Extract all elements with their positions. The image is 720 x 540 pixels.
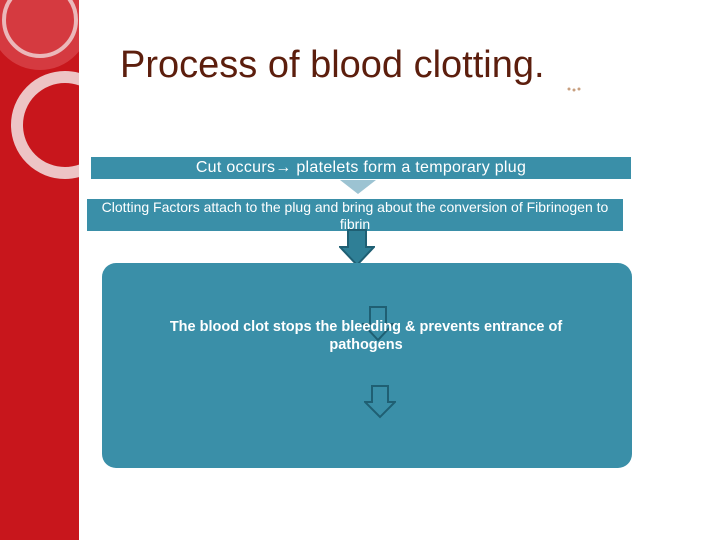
step-box-result (102, 263, 632, 468)
ornament-icon (567, 87, 581, 92)
sidebar-decoration (0, 0, 79, 540)
chevron-connector-icon (340, 180, 376, 194)
step-box-clotting-factors: Clotting Factors attach to the plug and … (87, 199, 623, 232)
right-arrow-icon: → (275, 159, 292, 176)
down-arrow-outline-icon (362, 306, 394, 342)
slide-title: Process of blood clotting. (120, 44, 545, 86)
step-text: The blood clot stops the bleeding & prev… (169, 319, 563, 353)
down-arrow-outline-icon (364, 385, 396, 419)
step-box-cut: Cut occurs→ platelets form a temporary p… (91, 157, 631, 179)
step-text-suffix: platelets form a temporary plug (291, 159, 527, 176)
step-text-prefix: Cut occurs (195, 159, 276, 176)
step-text: Clotting Factors attach to the plug and … (101, 199, 609, 232)
down-arrow-icon (339, 229, 375, 267)
circle-decoration (0, 0, 79, 179)
